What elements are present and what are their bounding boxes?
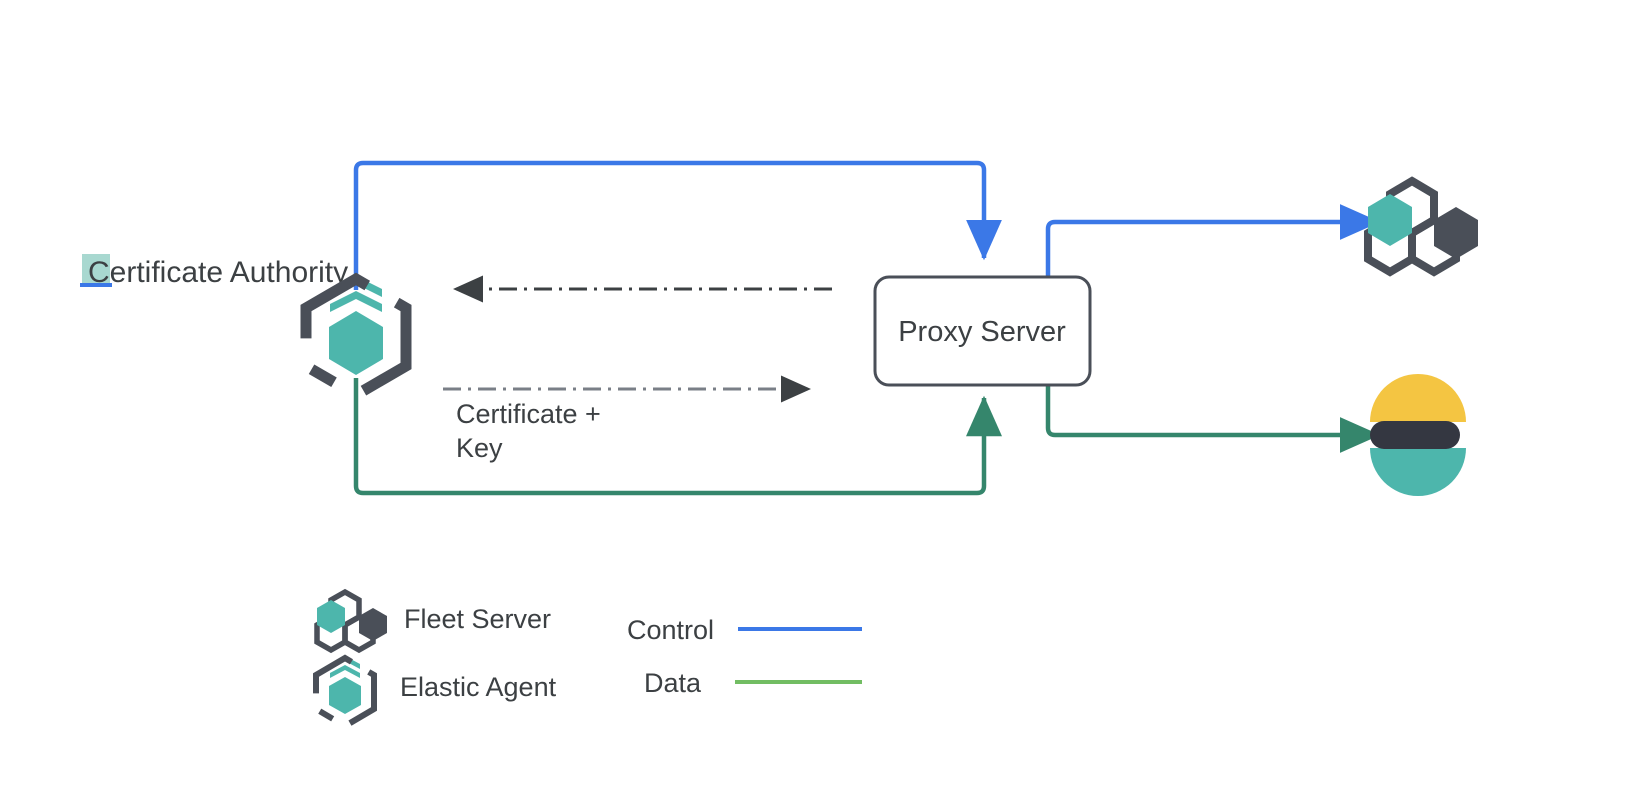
fleet-server-icon <box>1364 176 1478 277</box>
legend-label-control: Control <box>627 615 714 645</box>
legend-label-fleet-server: Fleet Server <box>404 604 551 634</box>
legend-icon-elastic-agent <box>313 654 377 730</box>
elasticsearch-icon <box>1370 374 1466 496</box>
proxy-server-box <box>873 275 1092 387</box>
edge-control-proxy-to-fleet <box>1045 204 1381 276</box>
legend-icon-fleet-server <box>314 588 387 654</box>
ca-label-selection-highlight <box>82 254 110 286</box>
ca-label-underline <box>80 283 112 287</box>
node-proxy-server[interactable]: Proxy Server <box>873 275 1092 387</box>
legend-label-data: Data <box>644 668 702 698</box>
elastic-agent-icon <box>300 272 412 402</box>
edge-label-certificate-key-line2: Key <box>456 433 503 463</box>
node-label-proxy-server: Proxy Server <box>898 316 1066 348</box>
edge-control-agent-to-proxy <box>353 160 1002 290</box>
edge-data-proxy-to-elasticsearch <box>1045 382 1381 453</box>
edge-label-certificate-key-line1: Certificate + <box>456 399 601 429</box>
node-label-certificate-authority: Certificate Authority <box>88 256 348 289</box>
legend-label-elastic-agent: Elastic Agent <box>400 672 557 702</box>
edge-data-agent-to-proxy <box>353 378 1002 496</box>
